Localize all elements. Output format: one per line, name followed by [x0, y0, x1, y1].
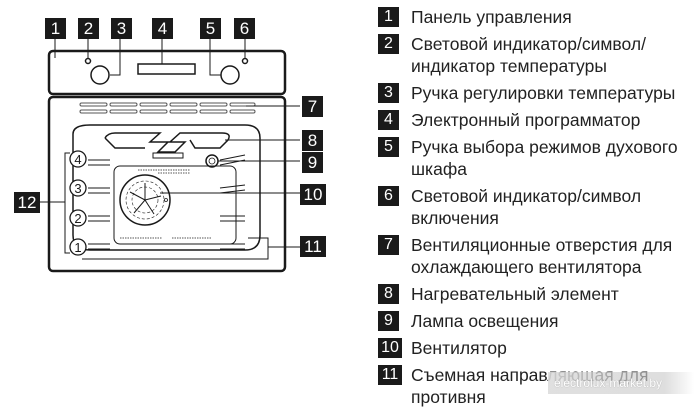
control-panel — [47, 49, 287, 96]
lamp-bulb — [208, 157, 216, 165]
shelf-level-4-label: 4 — [74, 152, 81, 167]
legend-text: Световой индикатор/символ/ индикатор тем… — [411, 34, 646, 76]
legend-number: 6 — [378, 186, 399, 206]
legend-item: 1 Панель управления — [378, 6, 700, 28]
callout-11: 11 — [300, 236, 326, 257]
vent-slots — [79, 102, 256, 114]
legend-text: Световой индикатор/символ включения — [411, 186, 642, 228]
callout-8: 8 — [302, 130, 323, 151]
watermark: electrolux-market.by — [548, 372, 694, 394]
indicator-light-2 — [84, 57, 92, 65]
callout-3: 3 — [111, 18, 132, 39]
legend-number: 4 — [378, 110, 399, 130]
shelf-level-3 — [69, 179, 87, 197]
legend-item: 6 Световой индикатор/символ включения — [378, 185, 700, 229]
shelf-level-2-label: 2 — [74, 211, 81, 226]
legend-text: Нагревательный элемент — [411, 284, 619, 304]
programmer-display — [137, 63, 196, 75]
shelf-level-3-label: 3 — [74, 181, 81, 196]
legend-number: 8 — [378, 284, 399, 304]
legend-number: 10 — [378, 338, 402, 358]
legend-number: 11 — [378, 365, 402, 385]
shelf-runners-right — [219, 154, 246, 250]
legend-text: Панель управления — [411, 7, 572, 27]
legend-item: 2 Световой индикатор/символ/ индикатор т… — [378, 33, 700, 77]
perforations — [120, 169, 212, 239]
indicator-light-6 — [241, 57, 249, 65]
legend-item: 7 Вентиляционные отверстия для охлаждающ… — [378, 234, 700, 278]
callout-4: 4 — [152, 18, 173, 39]
function-knob — [220, 65, 240, 85]
callout-2: 2 — [78, 18, 99, 39]
legend-text: Вентиляционные отверстия для охлаждающег… — [411, 235, 673, 277]
legend-text: Электронный программатор — [411, 110, 641, 130]
shelf-runners-left — [88, 159, 110, 250]
callout-5: 5 — [200, 18, 221, 39]
oven-door-frame — [47, 95, 287, 273]
oven-diagram: 4 3 2 1 — [40, 38, 300, 273]
fan — [119, 174, 171, 226]
legend-item: 9 Лампа освещения — [378, 310, 700, 332]
back-panel — [113, 165, 237, 245]
legend-number: 1 — [378, 7, 399, 27]
heating-element — [104, 132, 230, 153]
shelf-level-1 — [69, 238, 87, 256]
legend-item: 3 Ручка регулировки температуры — [378, 82, 700, 104]
legend-number: 9 — [378, 311, 399, 331]
legend-item: 10 Вентилятор — [378, 337, 700, 359]
temperature-knob — [90, 65, 110, 85]
legend-text: Ручка регулировки температуры — [411, 83, 676, 103]
callout-7: 7 — [302, 96, 323, 117]
legend-item: 4 Электронный программатор — [378, 109, 700, 131]
callout-9: 9 — [302, 152, 323, 173]
callout-12: 12 — [14, 192, 40, 213]
callout-6: 6 — [234, 18, 255, 39]
legend-number: 3 — [378, 83, 399, 103]
legend-text: Ручка выбора режимов духового шкафа — [411, 137, 678, 179]
callout-10: 10 — [300, 184, 326, 205]
shelf-level-2 — [69, 209, 87, 227]
legend-number: 2 — [378, 34, 399, 54]
callout-1: 1 — [45, 18, 66, 39]
legend-number: 5 — [378, 137, 399, 157]
heating-element-mount — [152, 152, 184, 159]
legend-text: Лампа освещения — [411, 311, 559, 331]
legend-item: 8 Нагревательный элемент — [378, 283, 700, 305]
lamp — [205, 154, 219, 168]
legend-number: 7 — [378, 235, 399, 255]
legend: 1 Панель управления 2 Световой индикатор… — [378, 6, 700, 413]
legend-item: 5 Ручка выбора режимов духового шкафа — [378, 136, 700, 180]
legend-text: Вентилятор — [411, 338, 507, 358]
leader-lines — [40, 38, 300, 260]
shelf-level-4 — [69, 150, 87, 168]
shelf-level-1-label: 1 — [74, 240, 81, 255]
